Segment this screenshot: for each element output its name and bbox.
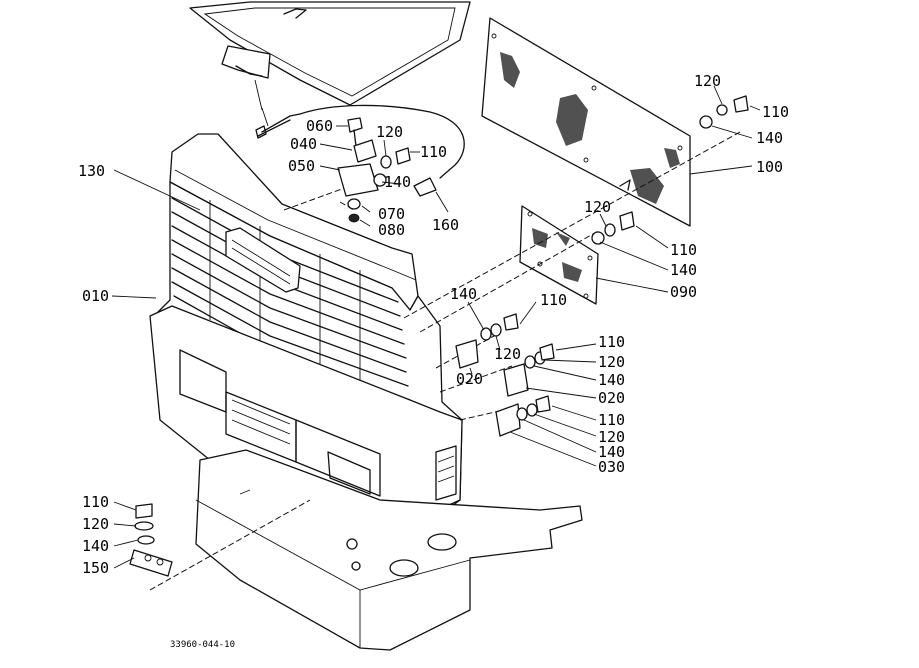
label-160: 160 <box>432 216 459 234</box>
front-grille-010 <box>149 133 463 533</box>
label-120-a: 120 <box>376 123 403 141</box>
label-080: 080 <box>378 221 405 239</box>
label-120-d: 120 <box>494 345 521 363</box>
label-110-d: 110 <box>540 291 567 309</box>
label-110-b: 110 <box>762 103 789 121</box>
label-040: 040 <box>290 135 317 153</box>
hardware <box>129 95 749 577</box>
label-150: 150 <box>82 559 109 577</box>
label-140-f: 140 <box>598 443 625 461</box>
label-110-g: 110 <box>82 493 109 511</box>
label-140-g: 140 <box>82 537 109 555</box>
leader-lines <box>111 85 761 569</box>
label-020-b: 020 <box>598 389 625 407</box>
ground-wire <box>255 104 465 179</box>
label-030: 030 <box>598 458 625 476</box>
label-120-g: 120 <box>82 515 109 533</box>
back-plate-100 <box>481 17 691 227</box>
label-120-e: 120 <box>598 353 625 371</box>
label-050: 050 <box>288 157 315 175</box>
label-060: 060 <box>306 117 333 135</box>
label-120-c: 120 <box>584 198 611 216</box>
part-labels: 130 010 060 040 050 120 110 140 160 070 … <box>78 72 789 650</box>
label-020-a: 020 <box>456 370 483 388</box>
label-140-c: 140 <box>670 261 697 279</box>
label-110-c: 110 <box>670 241 697 259</box>
assembly-lines <box>149 131 741 591</box>
base-frame <box>195 449 583 651</box>
label-140-d: 140 <box>450 285 477 303</box>
hood-panel <box>189 1 471 111</box>
label-140-b: 140 <box>756 129 783 147</box>
label-110-e: 110 <box>598 333 625 351</box>
plate-090 <box>519 205 599 305</box>
label-140-a: 140 <box>384 173 411 191</box>
drawing-reference-number: 33960-044-10 <box>170 640 235 650</box>
label-110-a: 110 <box>420 143 447 161</box>
label-100: 100 <box>756 158 783 176</box>
label-110-f: 110 <box>598 411 625 429</box>
label-070: 070 <box>378 205 405 223</box>
label-120-b: 120 <box>694 72 721 90</box>
label-010: 010 <box>82 287 109 305</box>
label-130: 130 <box>78 162 105 180</box>
label-140-e: 140 <box>598 371 625 389</box>
label-120-f: 120 <box>598 428 625 446</box>
label-090: 090 <box>670 283 697 301</box>
